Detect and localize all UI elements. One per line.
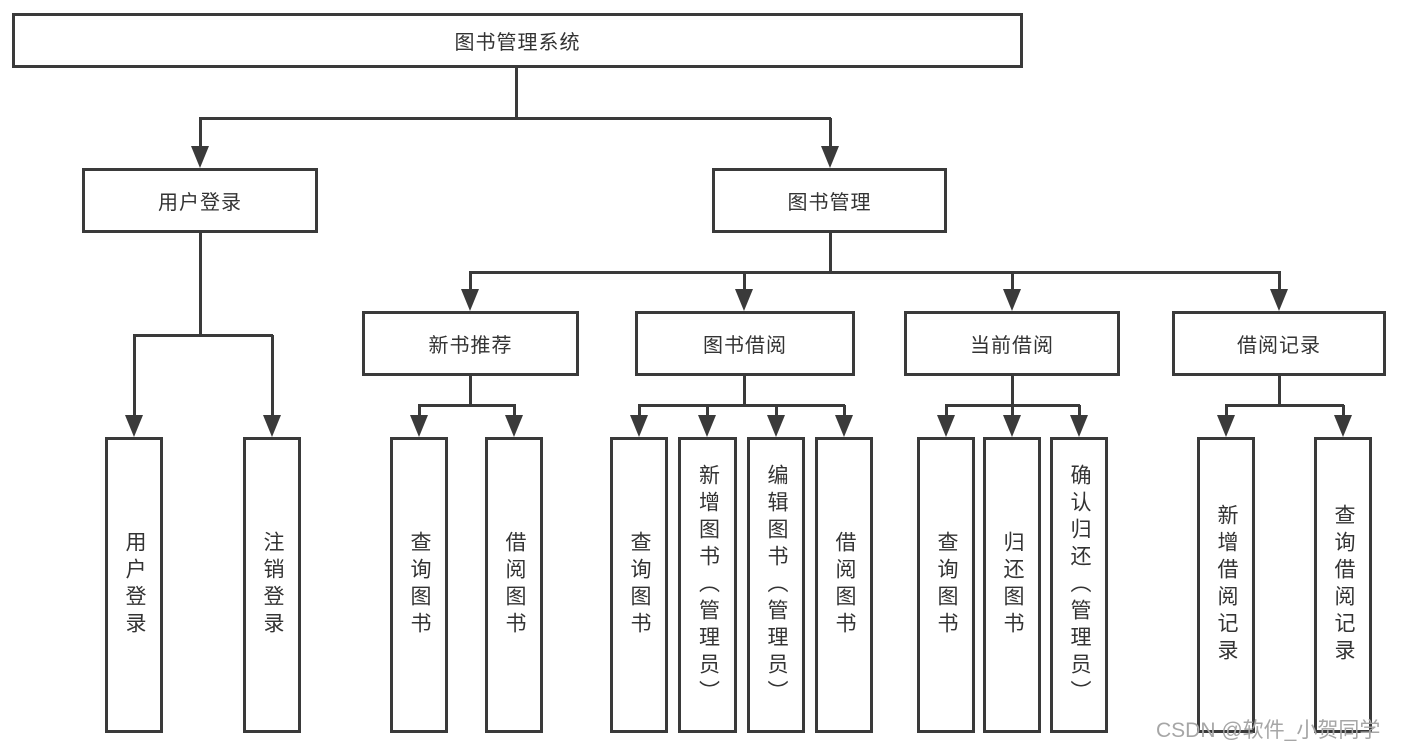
connector-line-vertical bbox=[775, 405, 778, 418]
node-leaf-add-book-admin: 新增图书（管理员） bbox=[678, 437, 737, 733]
connector-arrowhead-down-icon bbox=[1070, 415, 1088, 437]
connector-arrowhead-down-icon bbox=[767, 415, 785, 437]
connector-line-vertical bbox=[843, 405, 846, 418]
connector-line-vertical bbox=[743, 272, 746, 292]
node-book-management: 图书管理 bbox=[712, 168, 947, 233]
connector-line-vertical bbox=[1011, 374, 1014, 407]
connector-line-vertical bbox=[469, 374, 472, 407]
connector-line-vertical bbox=[638, 405, 641, 418]
connector-line-vertical bbox=[829, 233, 832, 274]
node-borrow-records: 借阅记录 bbox=[1172, 311, 1386, 376]
connector-arrowhead-down-icon bbox=[1270, 289, 1288, 311]
connector-arrowhead-down-icon bbox=[1334, 415, 1352, 437]
connector-line-vertical bbox=[199, 118, 202, 150]
connector-arrowhead-down-icon bbox=[263, 415, 281, 437]
connector-line-vertical bbox=[515, 68, 518, 118]
node-root: 图书管理系统 bbox=[12, 13, 1023, 68]
connector-line-vertical bbox=[199, 233, 202, 335]
connector-line-vertical bbox=[271, 335, 274, 417]
connector-arrowhead-down-icon bbox=[630, 415, 648, 437]
connector-line-vertical bbox=[743, 374, 746, 407]
connector-arrowhead-down-icon bbox=[1217, 415, 1235, 437]
node-leaf-return-book: 归还图书 bbox=[983, 437, 1041, 733]
node-new-book-recommend: 新书推荐 bbox=[362, 311, 579, 376]
connector-arrowhead-down-icon bbox=[1003, 415, 1021, 437]
node-leaf-query-book-2: 查询图书 bbox=[610, 437, 668, 733]
connector-line-vertical bbox=[418, 405, 421, 418]
connector-line-vertical bbox=[1342, 405, 1345, 418]
connector-line-horizontal bbox=[418, 404, 516, 407]
node-leaf-add-borrow-record: 新增借阅记录 bbox=[1197, 437, 1255, 733]
connector-line-vertical bbox=[1078, 405, 1081, 418]
connector-line-vertical bbox=[945, 405, 948, 418]
connector-line-vertical bbox=[706, 405, 709, 418]
connector-arrowhead-down-icon bbox=[835, 415, 853, 437]
connector-line-vertical bbox=[469, 272, 472, 292]
node-leaf-borrow-book-1: 借阅图书 bbox=[485, 437, 543, 733]
connector-arrowhead-down-icon bbox=[735, 289, 753, 311]
node-book-borrow: 图书借阅 bbox=[635, 311, 855, 376]
connector-line-vertical bbox=[1278, 374, 1281, 407]
connector-line-vertical bbox=[513, 405, 516, 418]
node-leaf-edit-book-admin: 编辑图书（管理员） bbox=[747, 437, 805, 733]
csdn-watermark: CSDN @软件_小贺同学 bbox=[1156, 719, 1381, 742]
node-leaf-query-book-1: 查询图书 bbox=[390, 437, 448, 733]
connector-line-horizontal bbox=[133, 334, 273, 337]
connector-arrowhead-down-icon bbox=[125, 415, 143, 437]
node-leaf-logout: 注销登录 bbox=[243, 437, 301, 733]
connector-line-vertical bbox=[1278, 272, 1281, 292]
connector-line-horizontal bbox=[199, 117, 831, 120]
connector-arrowhead-down-icon bbox=[698, 415, 716, 437]
connector-line-horizontal bbox=[1225, 404, 1344, 407]
connector-line-vertical bbox=[1011, 405, 1014, 418]
node-current-borrow: 当前借阅 bbox=[904, 311, 1120, 376]
connector-arrowhead-down-icon bbox=[1003, 289, 1021, 311]
connector-line-vertical bbox=[1011, 272, 1014, 292]
connector-arrowhead-down-icon bbox=[461, 289, 479, 311]
connector-arrowhead-down-icon bbox=[505, 415, 523, 437]
node-leaf-borrow-book-2: 借阅图书 bbox=[815, 437, 873, 733]
connector-line-vertical bbox=[1225, 405, 1228, 418]
node-leaf-confirm-return-admin: 确认归还（管理员） bbox=[1050, 437, 1108, 733]
connector-line-horizontal bbox=[638, 404, 845, 407]
connector-arrowhead-down-icon bbox=[937, 415, 955, 437]
connector-arrowhead-down-icon bbox=[191, 146, 209, 168]
node-leaf-query-borrow-record: 查询借阅记录 bbox=[1314, 437, 1372, 733]
node-leaf-user-login: 用户登录 bbox=[105, 437, 163, 733]
connector-arrowhead-down-icon bbox=[410, 415, 428, 437]
connector-line-horizontal bbox=[469, 271, 1281, 274]
connector-line-vertical bbox=[133, 335, 136, 417]
connector-arrowhead-down-icon bbox=[821, 146, 839, 168]
node-leaf-query-book-3: 查询图书 bbox=[917, 437, 975, 733]
connector-line-vertical bbox=[829, 118, 832, 150]
node-user-login: 用户登录 bbox=[82, 168, 318, 233]
